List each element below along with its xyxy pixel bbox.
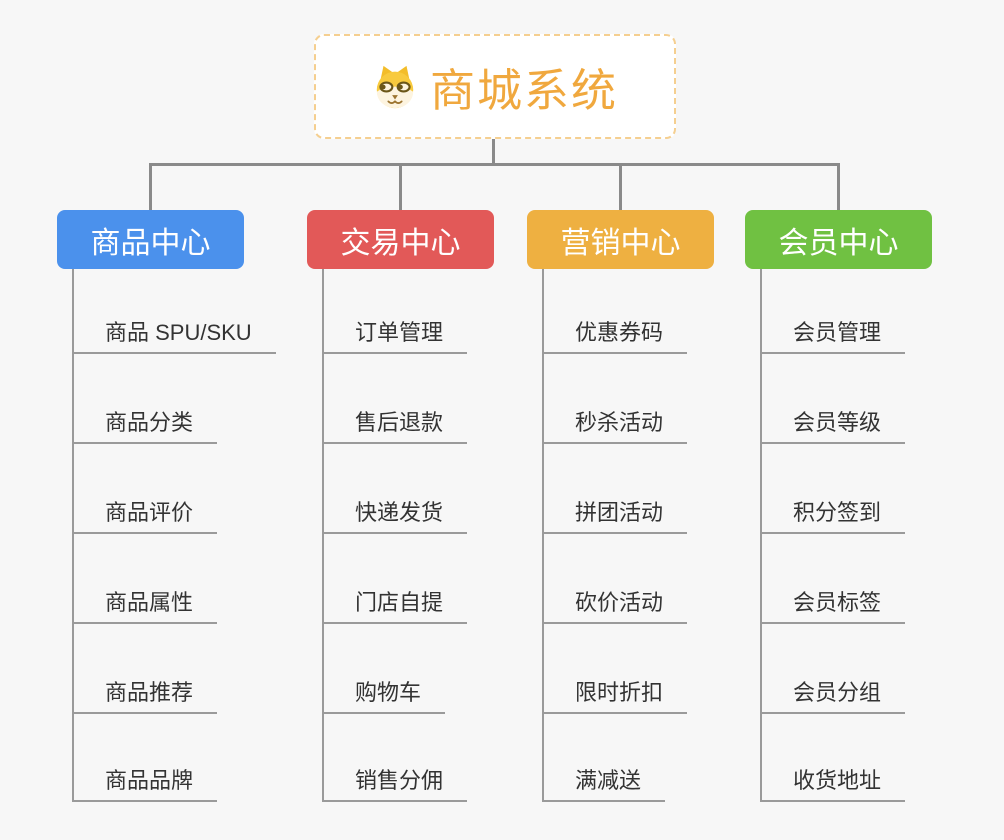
connector-child-trunk	[760, 269, 762, 802]
child-node[interactable]: 积分签到	[760, 499, 906, 534]
connector-child-trunk	[72, 269, 74, 802]
child-node[interactable]: 限时折扣	[542, 679, 688, 714]
connector-child-trunk	[322, 269, 324, 802]
child-node[interactable]: 商品评价	[72, 499, 218, 534]
child-node[interactable]: 砍价活动	[542, 589, 688, 624]
dog-face-icon	[376, 65, 414, 108]
child-node[interactable]: 会员标签	[760, 589, 906, 624]
child-node[interactable]: 拼团活动	[542, 499, 688, 534]
child-node[interactable]: 满减送	[542, 767, 666, 802]
branch-node-1[interactable]: 商品中心	[57, 210, 244, 269]
child-node[interactable]: 会员等级	[760, 409, 906, 444]
connector-root-stem	[492, 139, 495, 166]
connector-branch-drop	[837, 163, 840, 212]
connector-branch-drop	[399, 163, 402, 212]
branch-node-3[interactable]: 营销中心	[527, 210, 714, 269]
child-node[interactable]: 收货地址	[760, 767, 906, 802]
child-node[interactable]: 优惠券码	[542, 319, 688, 354]
root-title: 商城系统	[429, 65, 618, 116]
child-node[interactable]: 会员管理	[760, 319, 906, 354]
child-node[interactable]: 商品品牌	[72, 767, 218, 802]
connector-branch-drop	[619, 163, 622, 212]
child-node[interactable]: 购物车	[322, 679, 446, 714]
branch-node-2[interactable]: 交易中心	[307, 210, 494, 269]
child-node[interactable]: 商品分类	[72, 409, 218, 444]
child-node[interactable]: 门店自提	[322, 589, 468, 624]
child-node[interactable]: 售后退款	[322, 409, 468, 444]
connector-horizontal-rail	[149, 163, 840, 166]
child-node[interactable]: 快递发货	[322, 499, 468, 534]
connector-child-trunk	[542, 269, 544, 802]
connector-branch-drop	[149, 163, 152, 212]
branch-label: 商品中心	[90, 226, 211, 260]
child-node[interactable]: 商品 SPU/SKU	[72, 319, 276, 354]
child-node[interactable]: 订单管理	[322, 319, 468, 354]
branch-label: 交易中心	[340, 226, 461, 260]
child-node[interactable]: 会员分组	[760, 679, 906, 714]
branch-node-4[interactable]: 会员中心	[745, 210, 932, 269]
branch-label: 会员中心	[778, 226, 899, 260]
branch-label: 营销中心	[560, 226, 681, 260]
child-node[interactable]: 商品属性	[72, 589, 218, 624]
child-node[interactable]: 商品推荐	[72, 679, 218, 714]
root-node[interactable]: 商城系统	[314, 34, 676, 139]
child-node[interactable]: 秒杀活动	[542, 409, 688, 444]
child-node[interactable]: 销售分佣	[322, 767, 468, 802]
